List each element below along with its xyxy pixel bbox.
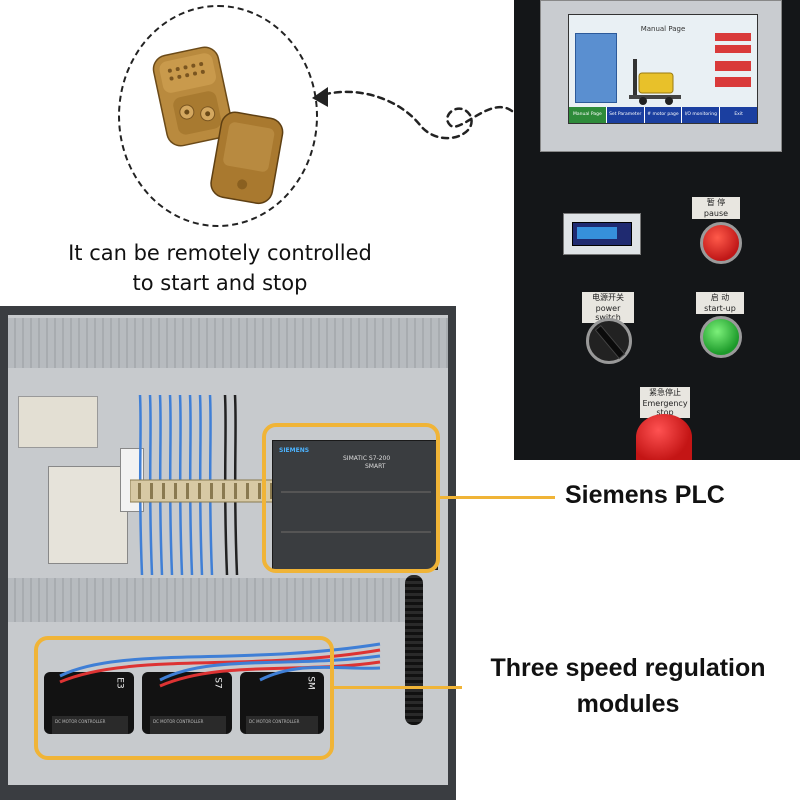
module-base-3-text: DC MOTOR CONTROLLER	[249, 719, 300, 724]
estop-label-en: Emergency stop	[640, 398, 690, 418]
hmi-red-button-1[interactable]	[715, 33, 751, 41]
plc-label: Siemens PLC	[565, 481, 725, 509]
estop-group: 紧急停止 Emergency stop	[640, 387, 690, 418]
remote-control-image	[152, 46, 284, 205]
meter-display	[572, 222, 632, 246]
plc-series: SMART	[365, 463, 386, 470]
top-cable-duct	[8, 318, 448, 368]
module-base-1-text: DC MOTOR CONTROLLER	[55, 719, 106, 724]
hmi-tab-exit[interactable]: Exit	[734, 112, 743, 117]
module-base-3: DC MOTOR CONTROLLER	[246, 716, 318, 734]
module-base-1: DC MOTOR CONTROLLER	[52, 716, 128, 734]
pause-label-cn: 暂 停	[692, 197, 740, 208]
pause-label-en: pause	[692, 208, 740, 219]
plc-brand: SIEMENS	[279, 447, 310, 454]
hmi-tab-manual[interactable]: Manual Page	[569, 107, 607, 123]
hmi-tab-motor[interactable]: # motor page	[645, 107, 683, 123]
hmi-red-button-4[interactable]	[715, 77, 751, 87]
hmi-tab-io[interactable]: I/O monitoring	[682, 107, 721, 123]
power-label-cn: 电源开关	[582, 292, 634, 303]
emergency-stop-button[interactable]	[636, 414, 692, 460]
arrow-head-icon	[312, 87, 328, 107]
plc-highlight-box	[262, 423, 440, 573]
modules-highlight-box	[34, 636, 334, 760]
start-label-en: start-up	[696, 303, 744, 314]
module-wiring	[59, 642, 381, 688]
pause-button-group: 暂 停 pause	[692, 197, 740, 219]
speed-label-line2: modules	[576, 690, 680, 718]
relay-module	[18, 396, 98, 448]
hmi-left-panel	[575, 33, 617, 103]
hmi-tab-bar: Manual Page Set Parameter # motor page I…	[569, 107, 757, 123]
hmi-screen-title: Manual Page	[640, 25, 686, 33]
forklift-icon	[629, 59, 681, 105]
speed-modules-label: Three speed regulation modules	[456, 650, 800, 722]
plc-connector-line	[440, 496, 555, 499]
start-button[interactable]	[700, 316, 742, 358]
corrugated-hose	[405, 575, 423, 725]
modules-connector-line	[334, 686, 462, 689]
plc-model: SIMATIC S7-200	[343, 455, 391, 462]
power-switch-group: 电源开关 power switch	[582, 292, 634, 323]
module-base-2: DC MOTOR CONTROLLER	[150, 716, 226, 734]
siemens-plc: SIEMENS SIMATIC S7-200 SMART	[272, 440, 438, 570]
digital-meter	[563, 213, 641, 255]
speed-label-line1: Three speed regulation	[490, 654, 766, 682]
power-module	[48, 466, 128, 564]
remote-caption-line1: It can be remotely controlled	[68, 241, 372, 265]
remote-control-bubble	[118, 5, 318, 227]
start-button-group: 启 动 start-up	[696, 292, 744, 314]
remote-key-fob-front	[152, 46, 233, 147]
dashed-arrow	[312, 87, 514, 140]
lower-cable-duct	[8, 578, 410, 622]
power-switch-knob[interactable]	[586, 318, 632, 364]
hmi-tab-set-parameter[interactable]: Set Parameter	[607, 107, 645, 123]
remote-key-fob-back	[210, 111, 284, 205]
pause-button[interactable]	[700, 222, 742, 264]
module-base-2-text: DC MOTOR CONTROLLER	[153, 719, 204, 724]
hmi-red-button-2[interactable]	[715, 45, 751, 53]
power-label-en: power switch	[582, 303, 634, 323]
hmi-touchscreen: Manual Page Manual Page Set Parameter # …	[568, 14, 758, 124]
remote-caption: It can be remotely controlled to start a…	[30, 238, 410, 298]
wiring-terminals	[130, 394, 280, 576]
start-label-cn: 启 动	[696, 292, 744, 303]
remote-caption-line2: to start and stop	[132, 271, 308, 295]
estop-label-cn: 紧急停止	[640, 387, 690, 398]
hmi-red-button-3[interactable]	[715, 61, 751, 71]
